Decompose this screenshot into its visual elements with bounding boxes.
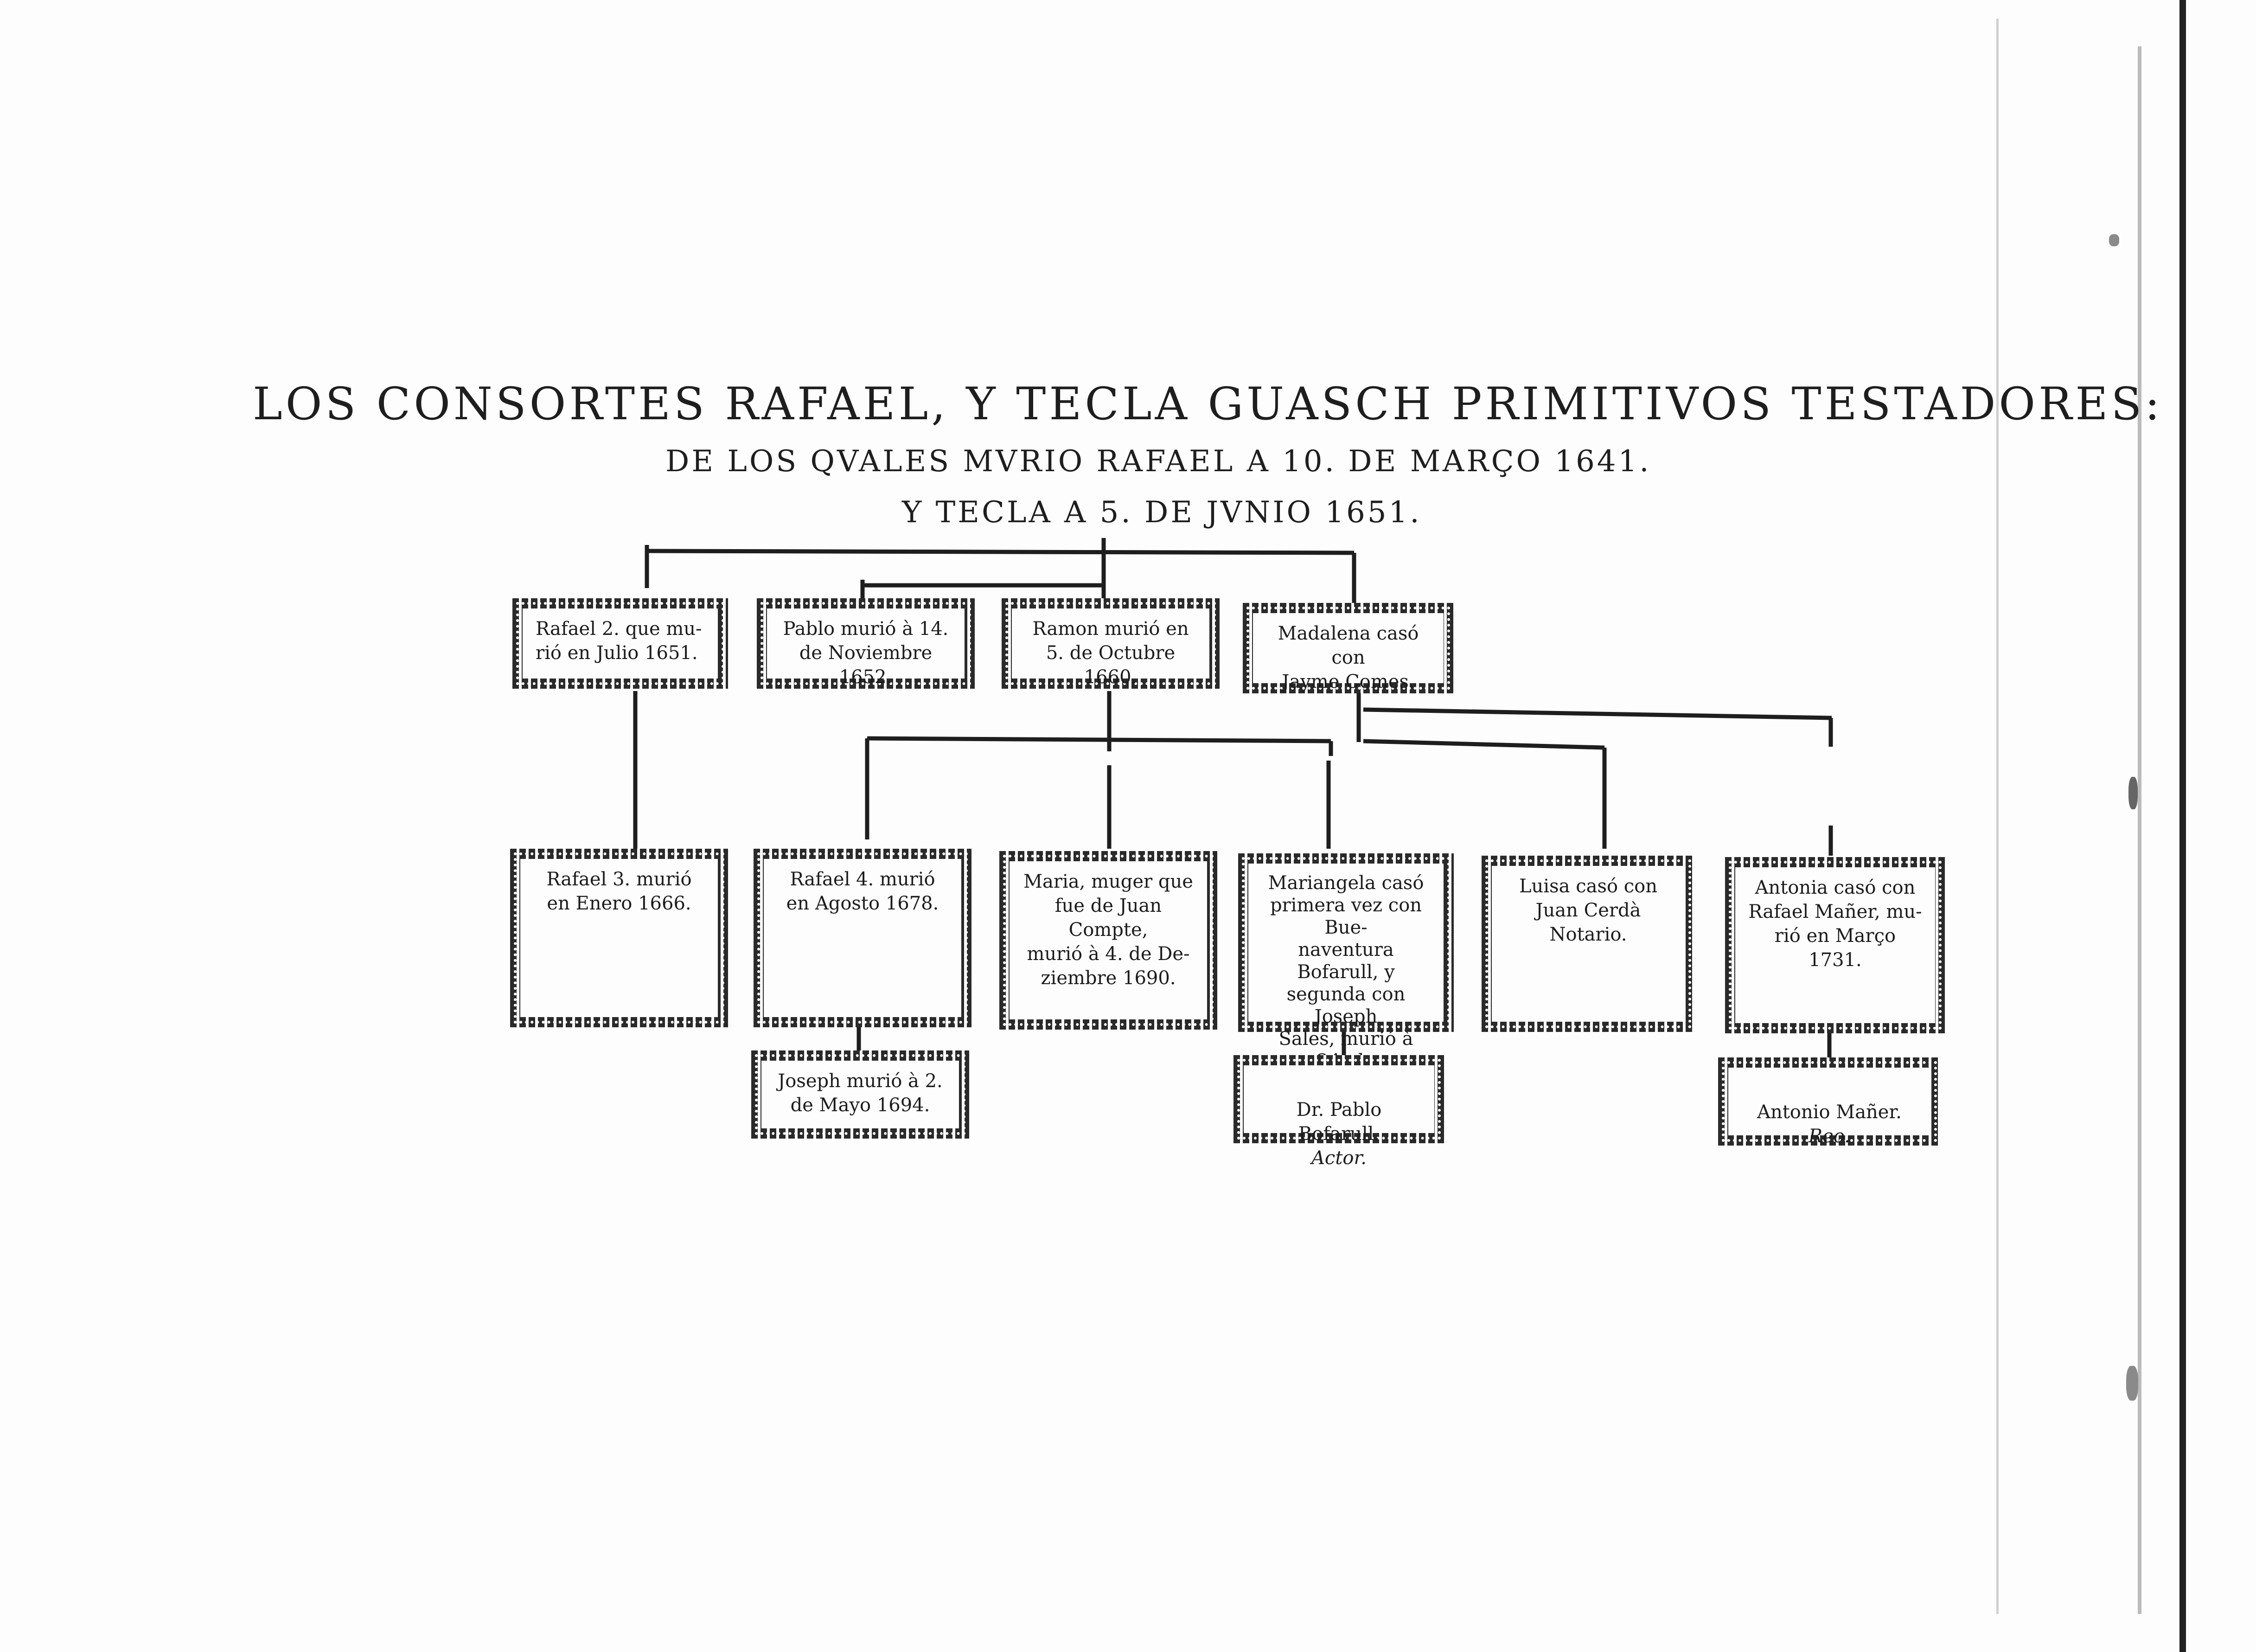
person-box-pablo: Pablo murió à 14. de Noviembre 1652. (757, 598, 975, 689)
title-line-3: Y TECLA A 5. DE JVNIO 1651. (902, 495, 1422, 530)
connector (1363, 739, 1605, 750)
scan-border-right (2179, 0, 2186, 1652)
person-text: Luisa casó con Juan Cerdà Notario. (1519, 876, 1658, 945)
scan-speck (2126, 1366, 2138, 1401)
person-box-pablo-bofarull: Dr. Pablo Bofarull. Actor. (1233, 1055, 1444, 1169)
person-name: Dr. Pablo Bofarull. (1296, 1099, 1382, 1145)
scan-speck (2109, 234, 2119, 246)
person-box-rafael-2: Rafael 2. que mu- rió en Julio 1651. (512, 598, 728, 689)
title-line-1: LOS CONSORTES RAFAEL, Y TECLA GUASCH PRI… (253, 378, 2163, 430)
person-box-antonio-maner: Antonio Mañer. Reo. (1718, 1057, 1941, 1147)
person-role: Actor. (1311, 1147, 1367, 1169)
person-text: Maria, muger que fue de Juan Compte, mur… (1023, 871, 1193, 989)
person-box-maria: Maria, muger que fue de Juan Compte, mur… (999, 851, 1217, 1030)
person-text: Rafael 3. murió en Enero 1666. (546, 869, 692, 914)
person-box-joseph: Joseph murió à 2. de Mayo 1694. (751, 1050, 969, 1139)
person-text: Pablo murió à 14. de Noviembre 1652. (783, 618, 949, 688)
person-text: Antonio Mañer. Reo. (1741, 1076, 1917, 1172)
person-box-antonia: Antonia casó con Rafael Mañer, mu- rió e… (1725, 857, 1945, 1033)
person-text: Dr. Pablo Bofarull. Actor. (1257, 1074, 1421, 1194)
connector (867, 736, 1331, 743)
person-box-mariangela: Mariangela casó primera vez con Bue- nav… (1238, 853, 1454, 1094)
person-box-ramon: Ramon murió en 5. de Octubre 1660. (1002, 598, 1220, 689)
connector (1363, 707, 1832, 720)
person-text: Joseph murió à 2. de Mayo 1694. (778, 1070, 943, 1116)
person-text: Ramon murió en 5. de Octubre 1660. (1032, 618, 1189, 688)
person-text: Rafael 4. murió en Agosto 1678. (786, 869, 939, 914)
title-line-2: DE LOS QVALES MVRIO RAFAEL A 10. DE MARÇ… (665, 444, 1651, 479)
person-box-rafael-3: Rafael 3. murió en Enero 1666. (510, 849, 728, 1027)
person-box-rafael-4: Rafael 4. murió en Agosto 1678. (754, 849, 971, 1027)
connector (646, 549, 1355, 555)
person-box-luisa: Luisa casó con Juan Cerdà Notario. (1482, 856, 1695, 1032)
page-edge-fold (2138, 46, 2141, 1614)
person-box-madalena: Madalena casó con Jayme Comes. (1243, 603, 1454, 693)
person-text: Antonia casó con Rafael Mañer, mu- rió e… (1748, 877, 1922, 971)
person-name: Antonio Mañer. (1757, 1101, 1902, 1123)
page-edge-right (1996, 19, 1999, 1614)
person-text: Madalena casó con Jayme Comes. (1278, 623, 1419, 692)
scan-speck (2128, 777, 2138, 809)
person-text: Rafael 2. que mu- rió en Julio 1651. (536, 618, 702, 664)
person-role: Reo. (1809, 1126, 1850, 1147)
